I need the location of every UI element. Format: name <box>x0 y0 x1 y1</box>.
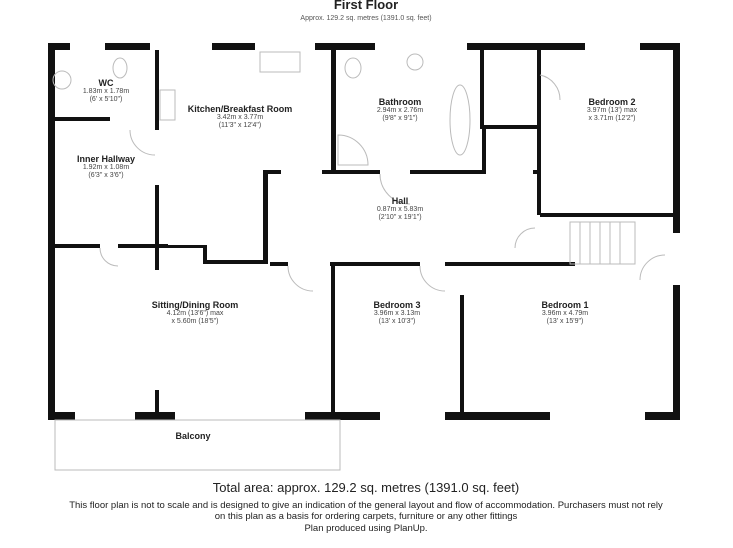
floor-title: First Floor <box>333 0 399 12</box>
room-dims: x 5.60m (18'5") <box>171 318 219 326</box>
room-name: Bedroom 3 <box>373 300 421 310</box>
room-name: Sitting/Dining Room <box>151 300 239 310</box>
walls <box>48 43 680 420</box>
disclaimer-line: This floor plan is not to scale and is d… <box>69 500 663 511</box>
disclaimer-line: Plan produced using PlanUp. <box>304 522 428 534</box>
room-dims: (11'3" x 12'4") <box>218 122 262 130</box>
room-dims: (13' x 10'3") <box>378 318 416 326</box>
total-area: Total area: approx. 129.2 sq. metres (13… <box>212 480 520 495</box>
room-dims: 1.92m x 1.08m <box>82 164 130 172</box>
room-balcony: Balcony <box>175 431 211 441</box>
room-dims: 2.94m x 2.76m <box>376 107 424 115</box>
room-dims: x 3.71m (12'2") <box>588 115 636 123</box>
room-bedroom-1: Bedroom 1 3.96m x 4.79m (13' x 15'9") <box>541 300 588 326</box>
disclaimer-line: on this plan as a basis for ordering car… <box>214 511 518 523</box>
room-inner-hallway: Inner Hallway 1.92m x 1.08m (6'3" x 3'6"… <box>76 154 136 180</box>
room-dims: (6'3" x 3'6") <box>88 172 124 180</box>
room-dims: (9'8" x 9'1") <box>382 115 418 123</box>
room-dims: (2'10" x 19'1") <box>378 214 422 222</box>
room-name: Bedroom 1 <box>541 300 589 310</box>
room-name: Bathroom <box>378 97 422 107</box>
room-name: Hall <box>391 196 409 206</box>
room-dims: 3.97m (13') max <box>586 107 638 115</box>
room-wc: WC 1.83m x 1.78m (6' x 5'10") <box>83 78 129 104</box>
room-kitchen: Kitchen/Breakfast Room 3.42m x 3.77m (11… <box>185 104 295 130</box>
room-name: Inner Hallway <box>76 154 136 164</box>
room-bedroom-3: Bedroom 3 3.96m x 3.13m (13' x 10'3") <box>373 300 420 326</box>
room-name: Bedroom 2 <box>588 97 636 107</box>
room-dims: 3.96m x 3.13m <box>373 310 421 318</box>
room-dims: 0.87m x 5.83m <box>376 206 424 214</box>
disclaimer: This floor plan is not to scale and is d… <box>69 500 663 534</box>
room-name: Kitchen/Breakfast Room <box>187 104 293 114</box>
room-dims: (6' x 5'10") <box>89 96 123 104</box>
room-dims: 4.12m (13'6") max <box>166 310 224 318</box>
room-dims: (13' x 15'9") <box>546 318 584 326</box>
room-bedroom-2: Bedroom 2 3.97m (13') max x 3.71m (12'2"… <box>587 97 637 123</box>
room-dims: 3.42m x 3.77m <box>216 114 264 122</box>
floor-subtitle: Approx. 129.2 sq. metres (1391.0 sq. fee… <box>300 15 432 22</box>
fixtures <box>52 51 666 471</box>
room-hall: Hall 0.87m x 5.83m (2'10" x 19'1") <box>377 196 423 222</box>
room-dims: 1.83m x 1.78m <box>82 88 130 96</box>
room-name: WC <box>98 78 114 88</box>
room-sitting-dining: Sitting/Dining Room 4.12m (13'6") max x … <box>150 300 240 326</box>
room-dims: 3.96m x 4.79m <box>541 310 589 318</box>
room-bathroom: Bathroom 2.94m x 2.76m (9'8" x 9'1") <box>377 97 423 123</box>
